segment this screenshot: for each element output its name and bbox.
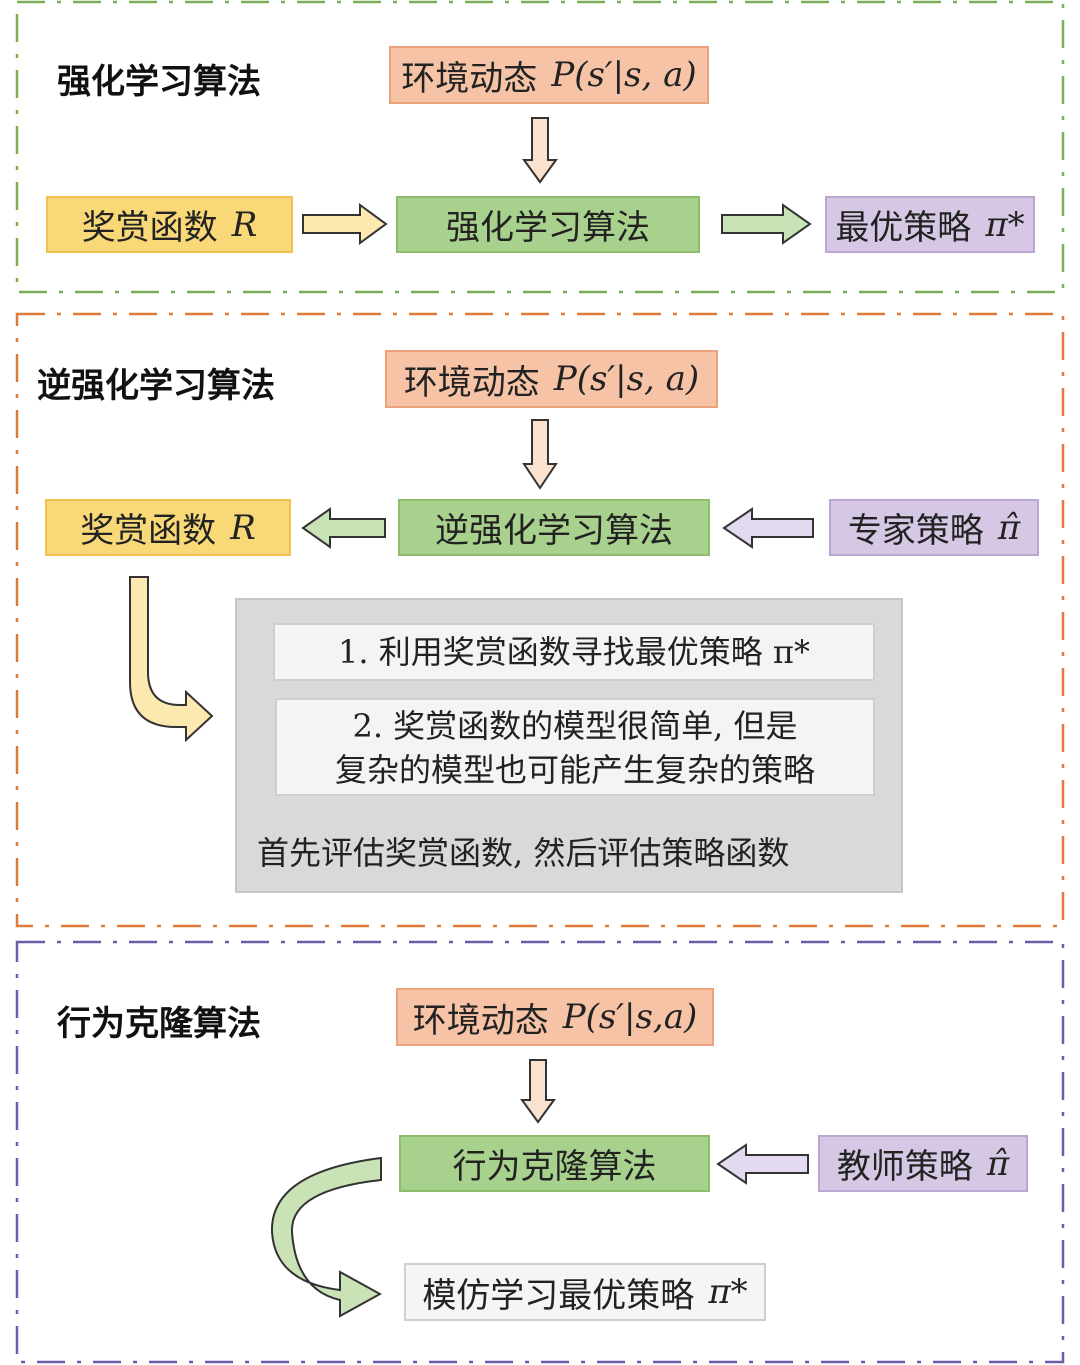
irl-note-2-line-2: 复杂的模型也可能产生复杂的策略 bbox=[334, 751, 815, 789]
bc-algorithm-curve-arrow bbox=[270, 1156, 383, 1318]
bc-imitation-box: 模仿学习最优策略 π* bbox=[404, 1263, 766, 1321]
bc-teacher-box: 教师策略 π̂ bbox=[818, 1135, 1028, 1192]
bc-teacher-math: π̂ bbox=[986, 1143, 1010, 1184]
irl-env-down-arrow bbox=[522, 419, 558, 490]
irl-note-1: 1. 利用奖赏函数寻找最优策略 π* bbox=[273, 623, 875, 681]
bc-env-box: 环境动态 P(s′|s,a) bbox=[396, 988, 714, 1046]
rl-reward-math: R bbox=[231, 204, 258, 245]
rl-env-math: P(s′|s, a) bbox=[551, 55, 697, 95]
irl-note-2: 2. 奖赏函数的模型很简单, 但是 复杂的模型也可能产生复杂的策略 bbox=[275, 698, 875, 796]
rl-reward-right-arrow bbox=[302, 203, 388, 245]
irl-expert-math: π̂ bbox=[997, 507, 1021, 548]
bc-imitation-label: 模仿学习最优策略 bbox=[422, 1275, 695, 1316]
irl-algorithm-left-arrow bbox=[301, 507, 386, 549]
irl-env-label: 环境动态 bbox=[403, 362, 540, 403]
rl-algorithm-box: 强化学习算法 bbox=[396, 196, 700, 253]
rl-reward-box: 奖赏函数 R bbox=[46, 196, 293, 253]
rl-policy-label: 最优策略 bbox=[835, 208, 972, 248]
irl-note-2-line-1: 2. 奖赏函数的模型很简单, 但是 bbox=[352, 707, 798, 745]
rl-env-down-arrow bbox=[522, 117, 558, 184]
rl-algorithm-label: 强化学习算法 bbox=[446, 208, 650, 248]
bc-env-down-arrow bbox=[520, 1059, 556, 1124]
rl-reward-label: 奖赏函数 bbox=[81, 208, 218, 248]
irl-note-1-text: 1. 利用奖赏函数寻找最优策略 π* bbox=[338, 633, 810, 671]
rl-policy-math: π* bbox=[985, 204, 1025, 245]
bc-section-title: 行为克隆算法 bbox=[57, 1004, 261, 1044]
bc-teacher-left-arrow bbox=[716, 1143, 809, 1185]
bc-env-math: P(s′|s,a) bbox=[562, 997, 698, 1037]
rl-policy-box: 最优策略 π* bbox=[825, 196, 1035, 253]
rl-section-title: 强化学习算法 bbox=[57, 62, 261, 102]
rl-env-box: 环境动态 P(s′|s, a) bbox=[389, 46, 709, 104]
irl-algorithm-label: 逆强化学习算法 bbox=[435, 511, 673, 551]
irl-note-3: 首先评估奖赏函数, 然后评估策略函数 bbox=[257, 834, 790, 872]
irl-reward-curve-arrow bbox=[129, 576, 214, 743]
irl-env-box: 环境动态 P(s′|s, a) bbox=[385, 350, 718, 408]
irl-expert-left-arrow bbox=[722, 507, 814, 549]
bc-env-label: 环境动态 bbox=[412, 1000, 549, 1041]
irl-reward-label: 奖赏函数 bbox=[80, 511, 217, 551]
bc-algorithm-label: 行为克隆算法 bbox=[452, 1147, 657, 1187]
bc-imitation-math: π* bbox=[708, 1272, 748, 1312]
rl-env-label: 环境动态 bbox=[401, 58, 538, 99]
bc-teacher-label: 教师策略 bbox=[836, 1147, 973, 1187]
rl-algorithm-right-arrow bbox=[721, 203, 812, 245]
irl-expert-label: 专家策略 bbox=[847, 511, 984, 551]
irl-env-math: P(s′|s, a) bbox=[553, 359, 700, 399]
irl-algorithm-box: 逆强化学习算法 bbox=[398, 499, 710, 556]
irl-reward-math: R bbox=[230, 507, 256, 548]
bc-algorithm-box: 行为克隆算法 bbox=[399, 1135, 710, 1192]
irl-reward-box: 奖赏函数 R bbox=[45, 499, 291, 556]
irl-expert-box: 专家策略 π̂ bbox=[829, 499, 1039, 556]
irl-section-title: 逆强化学习算法 bbox=[37, 366, 275, 406]
